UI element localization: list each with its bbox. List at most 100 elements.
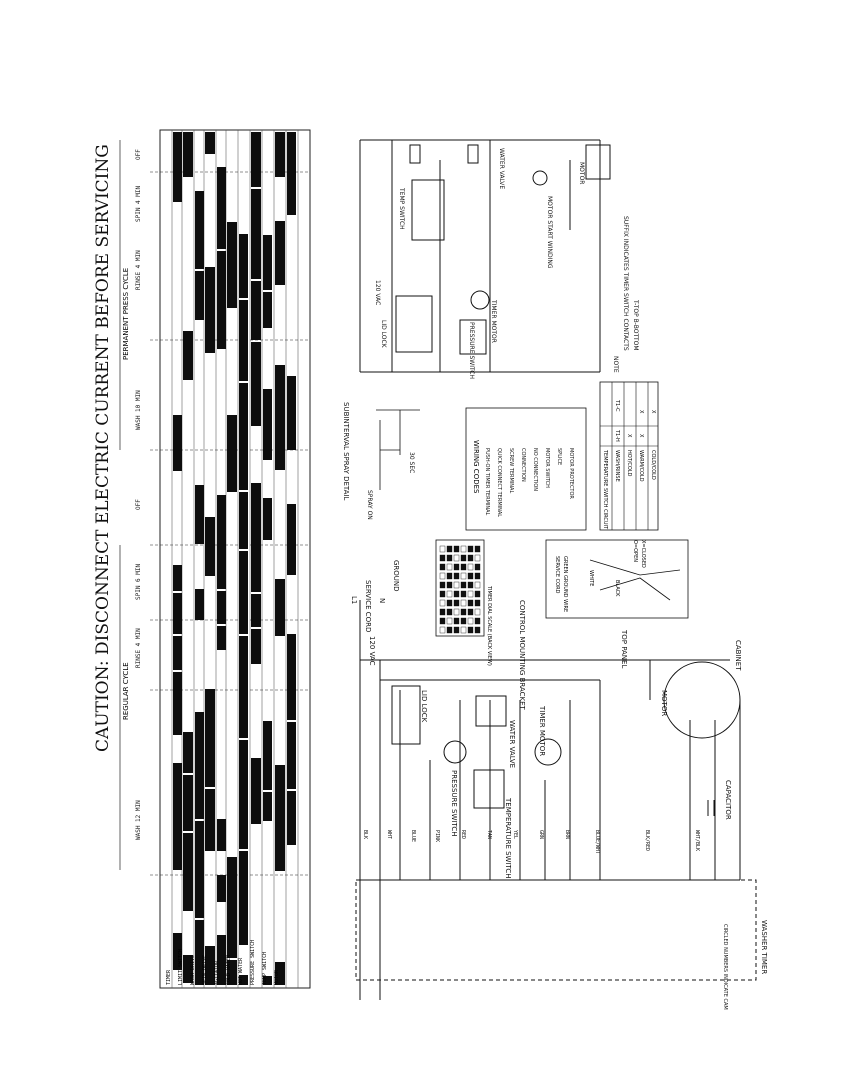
- timer-dial-label: TIMER DIAL SCALE (BACK VIEW): [486, 585, 492, 666]
- wire-label: WHT/BLK: [694, 830, 700, 851]
- wire-label: GRN: [538, 830, 544, 839]
- dial-cell: [439, 617, 446, 625]
- ladder-temp-switch: TEMP SWITCH: [398, 187, 405, 230]
- lid-lock-box: [395, 295, 433, 353]
- temp-table-r0: HOT/COLD: [626, 450, 632, 477]
- temp-table-r1c2: X: [638, 410, 644, 414]
- dial-cell: [467, 545, 474, 553]
- chart-bar: [251, 342, 261, 426]
- phase-label: RINSE 4 MIN: [135, 628, 142, 668]
- chart-bar: [183, 732, 193, 773]
- main-timer-motor: TIMER MOTOR: [538, 705, 546, 756]
- dial-cell: [446, 554, 453, 562]
- chart-bar: [217, 875, 226, 902]
- chart-bar: [195, 920, 204, 985]
- chart-bar: [205, 946, 215, 985]
- phase-label: RINSE 4 MIN: [135, 250, 142, 290]
- chart-bar: [239, 740, 248, 849]
- dial-cell: [453, 599, 460, 607]
- chart-bar: [263, 792, 272, 821]
- motor-circle: [532, 170, 548, 186]
- dial-cell: [474, 545, 481, 553]
- dial-cell: [446, 581, 453, 589]
- dial-cell: [474, 599, 481, 607]
- dial-cell: [467, 554, 474, 562]
- chart-row-label: AGITATOR: [214, 960, 220, 985]
- water-valve-hot: [409, 144, 421, 164]
- main-control-bracket: CONTROL MOUNTING BRACKET: [518, 600, 526, 710]
- temp-table-r2c2: X: [650, 410, 656, 414]
- chart-bar: [173, 763, 182, 870]
- chart-bar: [227, 960, 237, 985]
- dial-cell: [474, 626, 481, 634]
- strain-l4: BLACK: [614, 580, 620, 597]
- phase-label: OFF: [135, 499, 142, 510]
- dial-cell: [453, 590, 460, 598]
- subinterval-detail: SUBINTERVAL SPRAY DETAIL SPRAY ON 30 SEC: [342, 402, 420, 520]
- chart-bar: [205, 517, 215, 576]
- ladder-motor: MOTOR: [578, 162, 585, 184]
- wire-label: YEL: [512, 830, 518, 839]
- caution-caption: CAUTION: DISCONNECT ELECTRIC CURRENT BEF…: [93, 144, 113, 752]
- dial-cell: [460, 608, 467, 616]
- main-temperature-switch: TEMPERATURE SWITCH: [504, 797, 512, 879]
- temp-table-r2: COLD/COLD: [650, 450, 656, 480]
- chart-bar: [239, 300, 248, 381]
- dial-grid: [439, 545, 481, 634]
- dial-cell: [453, 626, 460, 634]
- dial-cell: [446, 626, 453, 634]
- chart-bar: [173, 933, 182, 970]
- dial-cell: [439, 608, 446, 616]
- chart-row-label: TEMP SWITCH: [262, 952, 268, 985]
- chart-row-label: LIMIT SWITCH: [178, 949, 184, 985]
- dial-cell: [446, 545, 453, 553]
- chart-bar: [217, 495, 226, 589]
- chart-bar: [183, 331, 193, 380]
- dial-cell: [467, 599, 474, 607]
- ladder-timer-motor: TIMER MOTOR: [490, 299, 497, 343]
- chart-bar: [239, 851, 248, 945]
- chart-bar: [251, 758, 261, 824]
- chart-bar: [275, 221, 285, 285]
- permanent-cycle-label: PERMANENT PRESS CYCLE: [122, 268, 130, 360]
- dial-cell: [474, 581, 481, 589]
- chart-bar: [217, 819, 226, 851]
- dial-cell: [460, 590, 467, 598]
- timer-motor-component: [534, 738, 562, 766]
- chart-bar: [251, 132, 261, 187]
- chart-row-label: MOTOR: [274, 969, 280, 985]
- chart-bar: [263, 976, 272, 985]
- dial-cell: [467, 608, 474, 616]
- dial-cell: [453, 581, 460, 589]
- chart-row-label: TIMER: [166, 969, 172, 985]
- dial-cell: [467, 626, 474, 634]
- chart-bar: [195, 271, 204, 320]
- temp-table-title: TEMPERATURE SWITCH CIRCUIT: [602, 449, 608, 530]
- main-n: N: [378, 598, 386, 603]
- dial-cell: [446, 563, 453, 571]
- wiring-code-item: SPLICE: [556, 448, 562, 465]
- motor-component: [663, 661, 741, 739]
- chart-bar: [251, 189, 261, 279]
- ladder-lid-lock: LID LOCK: [380, 320, 387, 349]
- dial-cell: [453, 554, 460, 562]
- chart-bar: [287, 376, 296, 450]
- timer-motor-circle: [470, 290, 490, 310]
- chart-bar: [263, 389, 272, 460]
- chart-bar: [217, 251, 226, 349]
- chart-bar: [275, 765, 285, 871]
- dial-cell: [439, 626, 446, 634]
- wiring-codes-title: WIRING CODES: [472, 440, 480, 494]
- water-valve-cold: [467, 144, 479, 164]
- dial-cell: [439, 599, 446, 607]
- timer-dial-scale: TIMER DIAL SCALE (BACK VIEW): [435, 539, 492, 666]
- wire-label: PINK: [434, 830, 440, 842]
- chart-bar: [287, 634, 296, 720]
- strain-l1: SERVICE CORD: [554, 556, 560, 594]
- chart-bar: [287, 504, 296, 575]
- chart-bar: [263, 235, 272, 290]
- chart-bar: [173, 636, 182, 670]
- chart-bar: [287, 791, 296, 845]
- chart-row-label: HOT WATER: [238, 957, 244, 985]
- main-service-cord: SERVICE CORD: [364, 580, 372, 632]
